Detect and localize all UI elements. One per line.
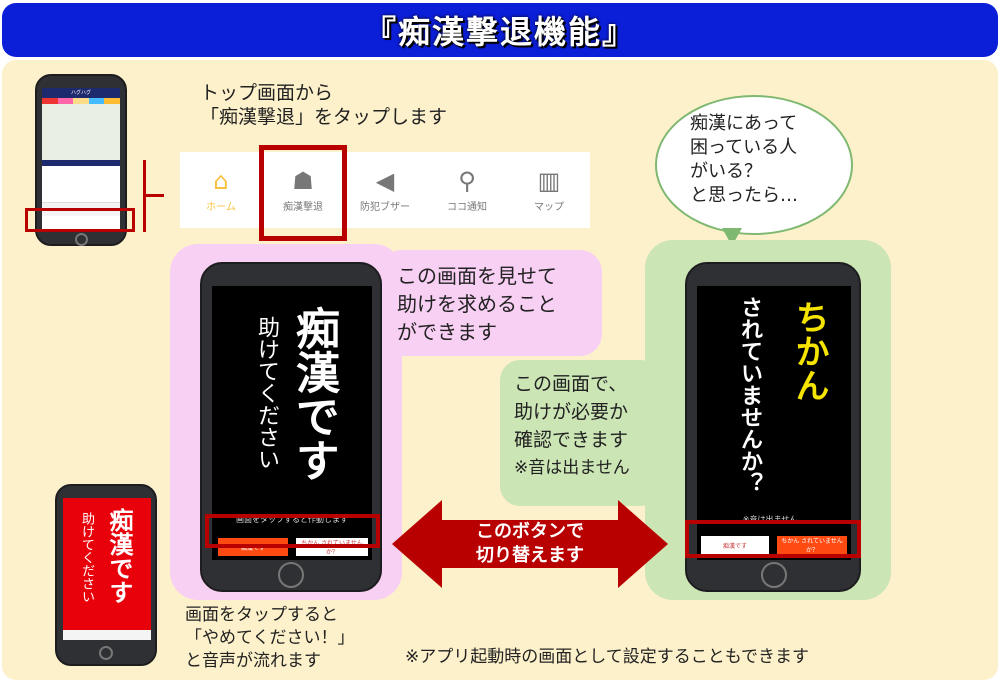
mini-nav: [63, 630, 151, 640]
nav-item-map[interactable]: ▥ マップ: [508, 152, 590, 228]
person-shield-icon: ☗: [292, 166, 314, 195]
nav-label: 痴漢撃退: [283, 201, 323, 213]
notice-list: [42, 166, 120, 202]
bracket: [143, 160, 164, 232]
megaphone-icon: ◀: [375, 166, 395, 195]
tap-note: 画面をタップすると「やめてください！」と音声が流れます: [185, 604, 355, 673]
green-note-line: 確認できます: [514, 429, 629, 451]
question-screen[interactable]: ちかん されていませんか？ ※音は出ません。 痴漢です ちかん されていませんか…: [697, 286, 851, 560]
home-icon: ⌂: [213, 166, 229, 195]
map-pin-icon: ⚲: [458, 166, 476, 195]
pink-note-line: 助けを求めること: [397, 292, 557, 316]
speech-text: 痴漢にあって困っている人がいる？ と思ったら…: [690, 112, 798, 208]
alarm-screen-phone: 痴漢です 助けてください: [55, 484, 157, 666]
question-screen-phone: ちかん されていませんか？ ※音は出ません。 痴漢です ちかん されていませんか…: [685, 262, 861, 592]
nav-item-notify[interactable]: ⚲ ココ通知: [426, 152, 508, 228]
home-button: [761, 562, 787, 588]
alarm-chikan-text: 痴漢です: [105, 508, 134, 604]
pink-note: この画面を見せて助けを求めることができます: [397, 262, 557, 346]
arrow-text-line: 切り替えます: [476, 545, 584, 566]
footer-note: ※アプリ起動時の画面として設定することもできます: [405, 647, 810, 667]
speech-line: 困っている人: [690, 137, 798, 158]
switch-double-arrow-icon: [392, 500, 668, 588]
nav-highlight-box: [25, 208, 135, 232]
nav-label: ココ通知: [447, 201, 487, 213]
green-note-line: ※音は出ません: [514, 458, 630, 478]
app-header: ハグハグ: [42, 88, 120, 98]
title-banner: 『痴漢撃退機能』: [2, 3, 998, 57]
category-tabs: [42, 98, 120, 104]
right-buttons-highlight: [685, 520, 861, 558]
tap-note-line: と音声が流れます: [185, 651, 321, 671]
home-button: [278, 562, 304, 588]
home-button: [99, 646, 113, 660]
home-screen-phone: ハグハグ: [35, 74, 127, 246]
nav-item-home[interactable]: ⌂ ホーム: [180, 152, 262, 228]
pink-note-panel: [380, 250, 602, 356]
nav-label: マップ: [534, 201, 564, 213]
question-text: されていませんか？: [737, 296, 763, 494]
tap-note-line: 「やめてください！」: [185, 628, 355, 648]
alarm-help-text: 助けてください: [79, 512, 94, 603]
pink-note-line: ができます: [397, 320, 497, 344]
speech-bubble: [655, 95, 853, 235]
tap-hint: 画面をタップすると作動します: [236, 515, 348, 524]
instruction-line: 「痴漢撃退」をタップします: [200, 106, 448, 128]
green-note-line: 助けが必要か: [514, 401, 629, 423]
chikan-desu-text: 痴漢です: [288, 306, 339, 482]
pink-note-line: この画面を見せて: [397, 264, 557, 288]
speech-line: 痴漢にあって: [690, 113, 798, 134]
no-sound-note: ※音は出ません。: [742, 515, 806, 524]
nav-label: 防犯ブザー: [360, 201, 410, 213]
speech-line: がいる？: [690, 161, 762, 182]
alarm-screen: 痴漢です 助けてください: [63, 498, 151, 640]
map-icon: ▥: [537, 166, 561, 195]
home-button: [75, 233, 88, 246]
chikan-hiragana-text: ちかん: [789, 300, 829, 402]
question-button[interactable]: ちかん されていませんか？: [777, 536, 847, 554]
nav-item-buzzer[interactable]: ◀ 防犯ブザー: [344, 152, 426, 228]
tap-note-line: 画面をタップすると: [185, 605, 338, 625]
arrow-text: このボタンで切り替えます: [440, 520, 620, 568]
chikan-highlight-box: [259, 145, 347, 241]
speech-line: と思ったら…: [690, 185, 798, 206]
instruction-top: トップ画面から「痴漢撃退」をタップします: [200, 81, 447, 129]
green-note-panel: [500, 360, 660, 506]
green-note-line: この画面で、: [514, 373, 628, 395]
switch-to-chikan-button[interactable]: 痴漢です: [701, 536, 769, 554]
arrow-text-line: このボタンで: [476, 521, 584, 542]
instruction-line: トップ画面から: [200, 82, 334, 104]
section-header: [42, 160, 120, 166]
bottom-nav-bar: ⌂ ホーム ☗ 痴漢撃退 ◀ 防犯ブザー ⚲ ココ通知 ▥ マップ: [180, 152, 590, 228]
center-buttons-highlight: [205, 514, 380, 548]
help-text: 助けてください: [254, 316, 279, 470]
green-note: この画面で、助けが必要か確認できます ※音は出ません: [514, 370, 630, 482]
map-preview: [42, 104, 120, 160]
nav-label: ホーム: [206, 201, 236, 213]
page-title: 『痴漢撃退機能』: [363, 13, 636, 51]
home-screen: ハグハグ: [42, 88, 120, 230]
nav-item-chikan[interactable]: ☗ 痴漢撃退: [262, 152, 344, 228]
